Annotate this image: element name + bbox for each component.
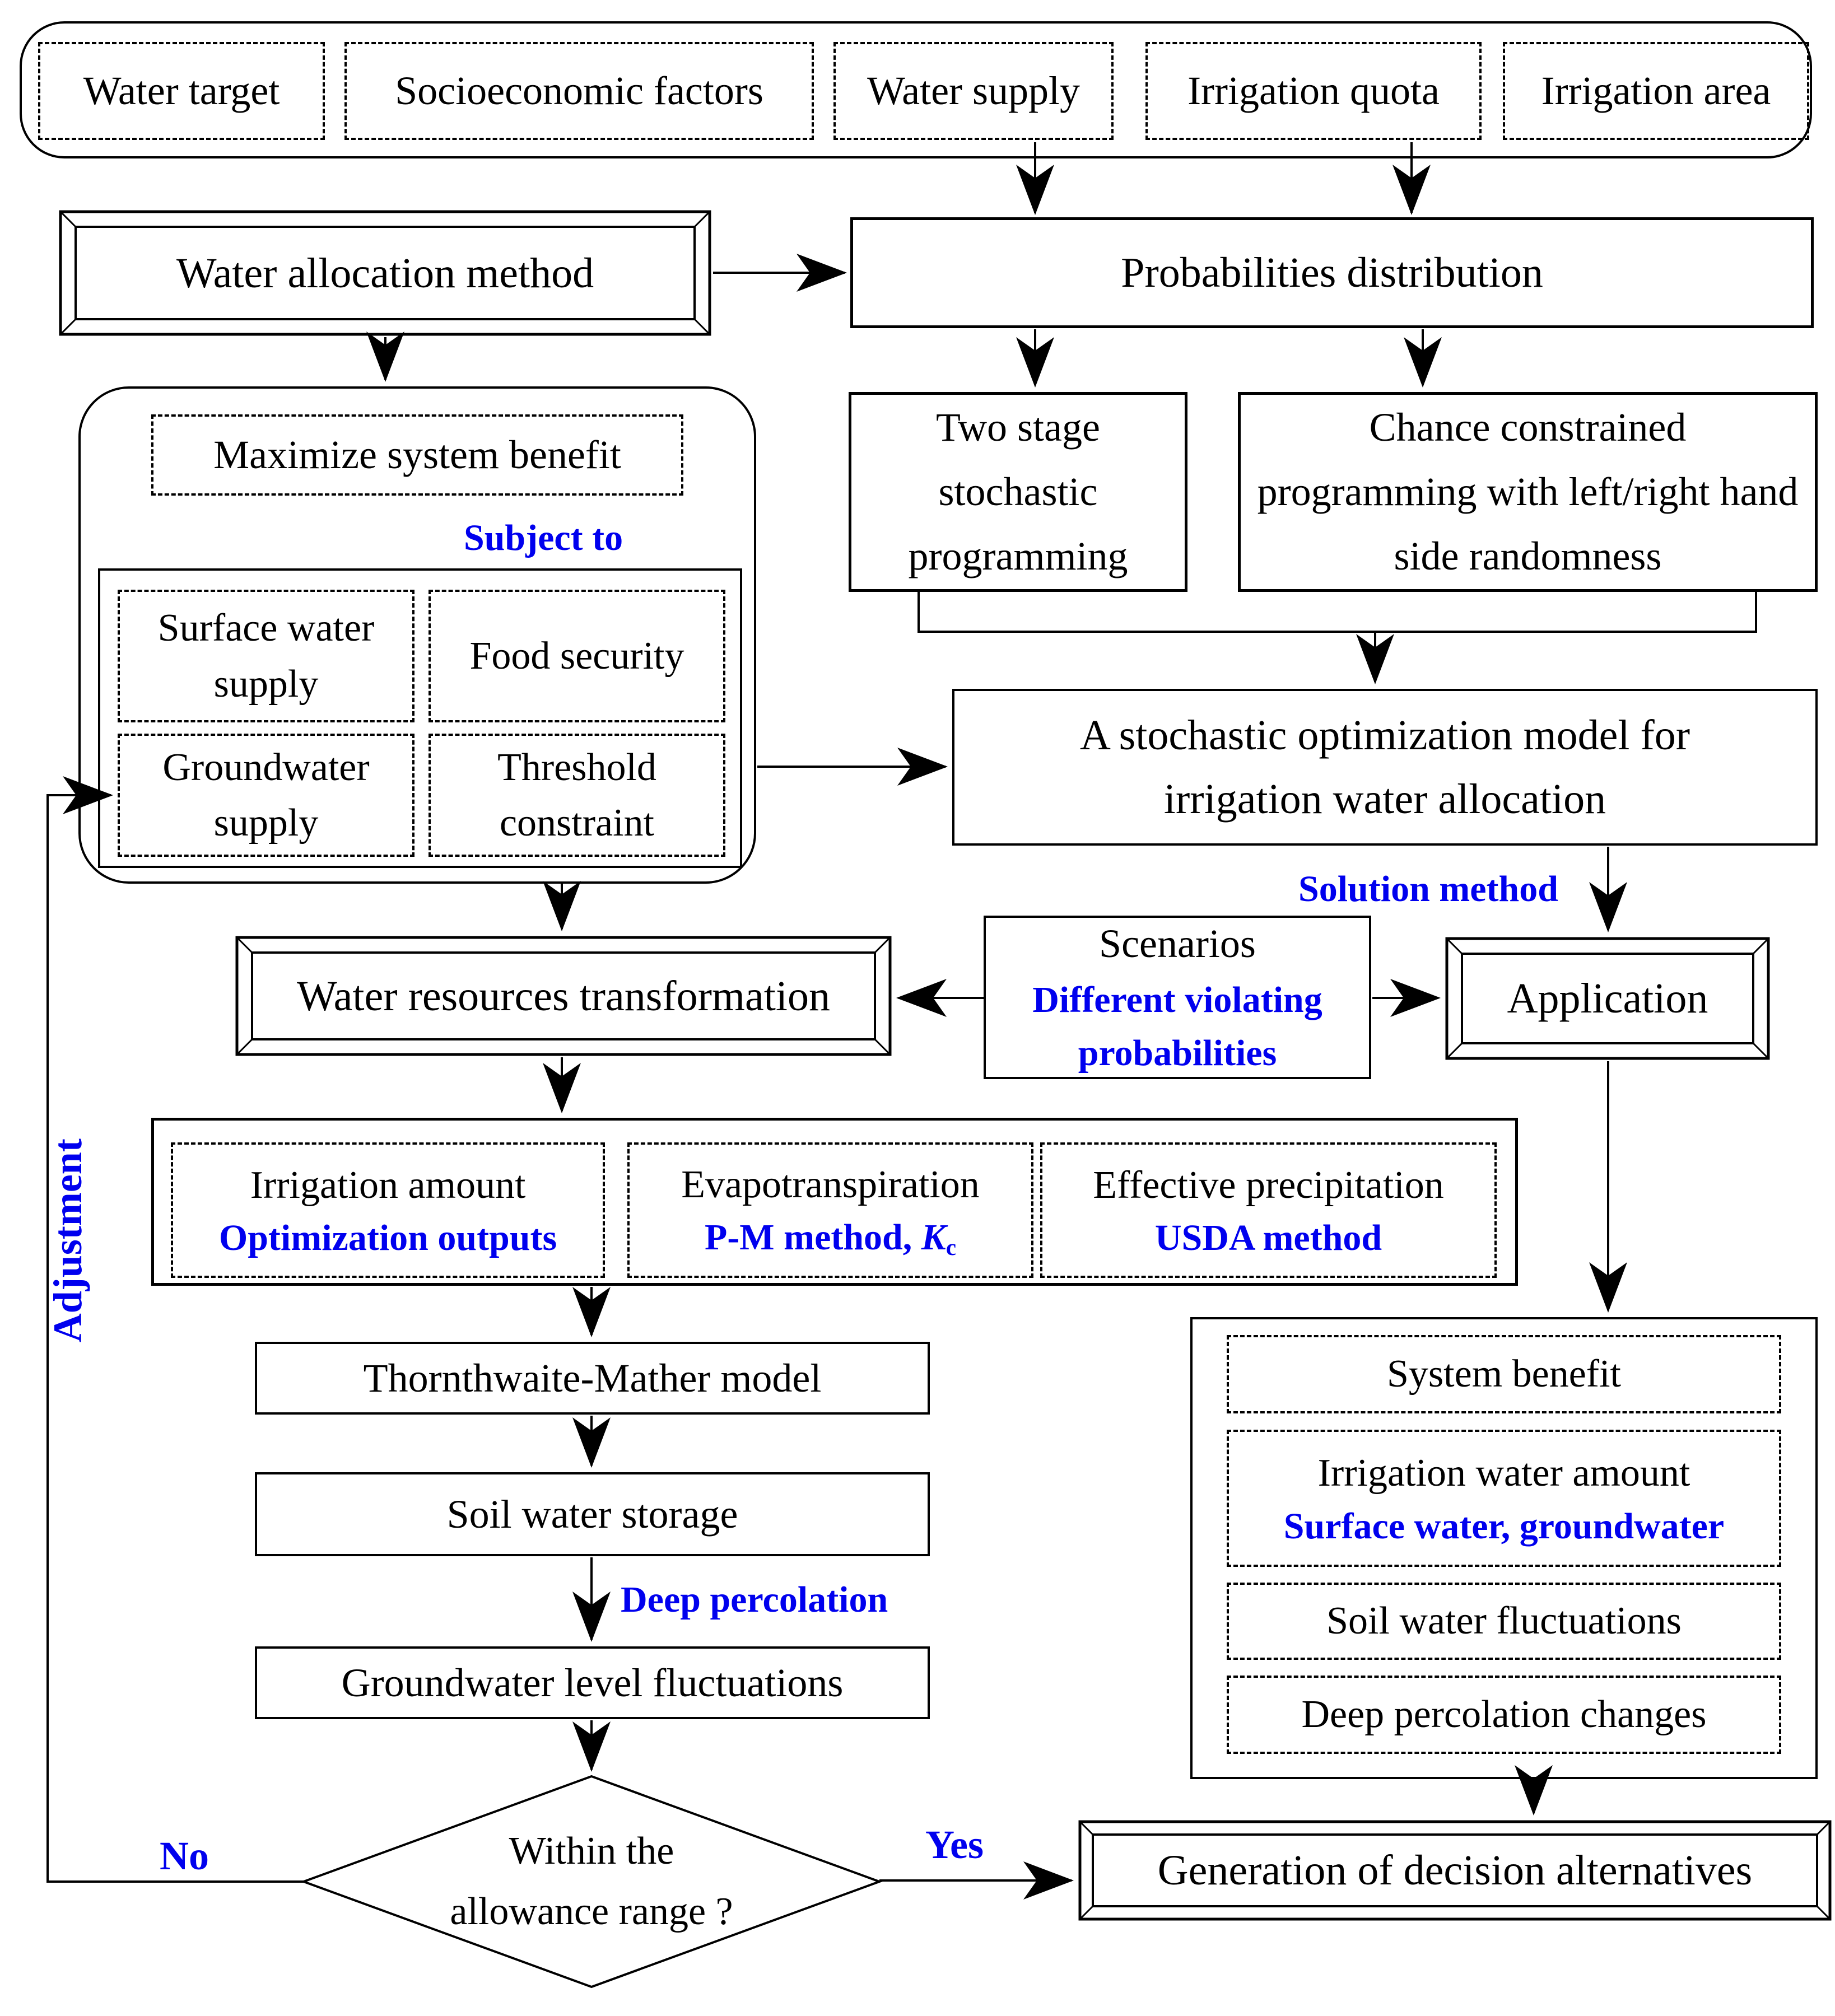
inputs-container [20,21,1812,158]
node-label: Thornthwaite-Mather model [363,1355,822,1401]
output-label: System benefit [1387,1352,1621,1396]
item-evapotranspiration: Evapotranspiration P-M method, Kc [627,1142,1033,1278]
node-groundwater-level-fluctuations: Groundwater level fluctuations [255,1646,930,1719]
node-probabilities-distribution: Probabilities distribution [850,217,1814,328]
scenarios-title: Scenarios [1099,921,1256,967]
constraint-label: Surface water supply [157,606,375,706]
constraint-threshold: Threshold constraint [429,734,725,857]
input-label: Water target [83,68,280,114]
constraint-groundwater-supply: Groundwater supply [118,734,414,857]
node-two-stage-stochastic: Two stage stochastic programming [849,392,1187,592]
output-soil-water-fluctuations: Soil water fluctuations [1227,1583,1781,1660]
node-label: Maximize system benefit [213,432,621,478]
output-note: Surface water, groundwater [1283,1505,1725,1547]
input-irrigation-area: Irrigation area [1503,42,1809,140]
node-label: Application [1507,975,1708,1022]
node-scenarios: Scenarios Different violating probabilit… [984,916,1371,1079]
node-application: Application [1445,937,1770,1060]
constraint-food-security: Food security [429,590,725,722]
constraint-label: Food security [469,634,684,678]
decision-line1: Within the [509,1829,674,1873]
decision-question: Within the allowance range ? [367,1820,816,1943]
node-maximize-system-benefit: Maximize system benefit [151,414,683,496]
decision-diamond-shape [300,1775,883,1989]
item-label: Effective precipitation [1093,1163,1444,1207]
item-note: Optimization outputs [218,1217,557,1259]
label-yes: Yes [925,1822,984,1867]
input-water-supply: Water supply [833,42,1114,140]
scenarios-note: Different violating probabilities [1032,979,1322,1074]
item-note: P-M method, Kc [705,1212,956,1263]
item-irrigation-amount: Irrigation amount Optimization outputs [171,1142,605,1278]
node-label: Water resources transformation [297,972,830,1020]
item-effective-precipitation: Effective precipitation USDA method [1040,1142,1497,1278]
item-note: USDA method [1154,1217,1382,1259]
node-chance-constrained: Chance constrained programming with left… [1238,392,1818,592]
output-label: Soil water fluctuations [1326,1599,1682,1643]
node-label: Two stage stochastic programming [908,404,1128,579]
kc-symbol: K [921,1217,946,1258]
node-stochastic-optimization-model: A stochastic optimization model for irri… [952,689,1818,846]
node-water-resources-transformation: Water resources transformation [235,936,892,1056]
node-label: Generation of decision alternatives [1157,1847,1753,1894]
input-label: Irrigation area [1541,68,1771,114]
input-label: Socioeconomic factors [395,68,763,114]
constraints-box [98,568,742,868]
constraint-label: Threshold constraint [497,745,656,844]
label-adjustment-wrapper: Adjustment [0,1138,136,1342]
transformation-inputs-box [151,1118,1518,1286]
input-label: Water supply [867,68,1080,114]
pm-method-text: P-M method, [705,1217,921,1258]
node-water-allocation-method: Water allocation method [59,210,711,336]
node-label: Chance constrained programming with left… [1257,404,1799,579]
node-label: Soil water storage [446,1491,738,1537]
output-irrigation-water-amount: Irrigation water amount Surface water, g… [1227,1430,1781,1567]
output-system-benefit: System benefit [1227,1335,1781,1413]
input-irrigation-quota: Irrigation quota [1145,42,1482,140]
node-thornthwaite-mather: Thornthwaite-Mather model [255,1342,930,1415]
constraint-label: Groundwater supply [162,745,370,844]
input-label: Irrigation quota [1187,68,1440,114]
bevel-frame [1078,1820,1832,1921]
node-label: Groundwater level fluctuations [341,1660,844,1705]
label-deep-percolation: Deep percolation [621,1579,888,1620]
label-no: No [160,1833,209,1878]
node-soil-water-storage: Soil water storage [255,1472,930,1556]
node-generation-decision-alternatives: Generation of decision alternatives [1078,1820,1832,1921]
bevel-frame [1445,937,1770,1060]
output-label: Deep percolation changes [1301,1693,1707,1737]
kc-subscript: c [946,1235,956,1261]
outputs-box [1190,1317,1818,1779]
output-label: Irrigation water amount [1317,1452,1690,1495]
label-subject-to: Subject to [464,517,623,558]
item-label: Evapotranspiration [681,1163,980,1207]
model-formulation-container [78,386,756,884]
node-label: Water allocation method [176,249,594,297]
node-label: Probabilities distribution [1121,249,1543,296]
label-solution-method: Solution method [1298,869,1558,909]
constraint-surface-water-supply: Surface water supply [118,590,414,722]
bevel-frame [59,210,711,336]
input-water-target: Water target [38,42,325,140]
item-label: Irrigation amount [250,1163,526,1207]
decision-line2: allowance range ? [450,1890,733,1933]
output-deep-percolation-changes: Deep percolation changes [1227,1676,1781,1754]
input-socioeconomic-factors: Socioeconomic factors [344,42,814,140]
node-label: A stochastic optimization model for irri… [1079,712,1690,823]
bevel-frame [235,936,892,1056]
label-adjustment: Adjustment [45,1138,90,1342]
